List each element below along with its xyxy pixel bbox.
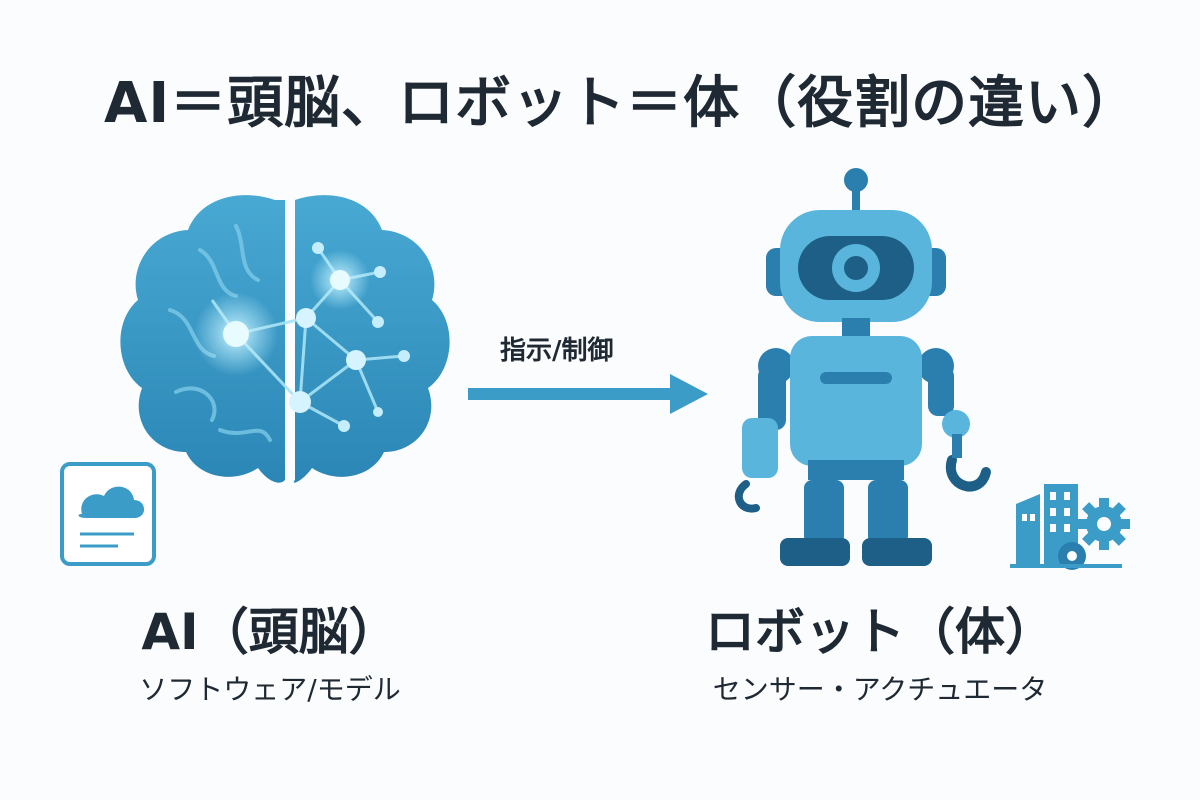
buildings-gear-icon bbox=[1010, 484, 1130, 570]
ai-subtitle: ソフトウェア/モデル bbox=[139, 673, 401, 706]
arrow-label: 指示/制御 bbox=[500, 336, 614, 366]
cloud-document-icon bbox=[60, 462, 156, 566]
robot-icon bbox=[734, 168, 991, 566]
diagram-title: AI＝頭脳、ロボット＝体（役割の違い） bbox=[104, 71, 1140, 136]
robot-subtitle: センサー・アクチュエータ bbox=[712, 673, 1048, 706]
brain-icon bbox=[120, 195, 450, 483]
robot-title: ロボット（体） bbox=[705, 603, 1055, 661]
arrow-right-icon bbox=[468, 374, 708, 414]
neural-network-icon bbox=[194, 242, 410, 432]
ai-title: AI（頭脳） bbox=[141, 603, 399, 661]
